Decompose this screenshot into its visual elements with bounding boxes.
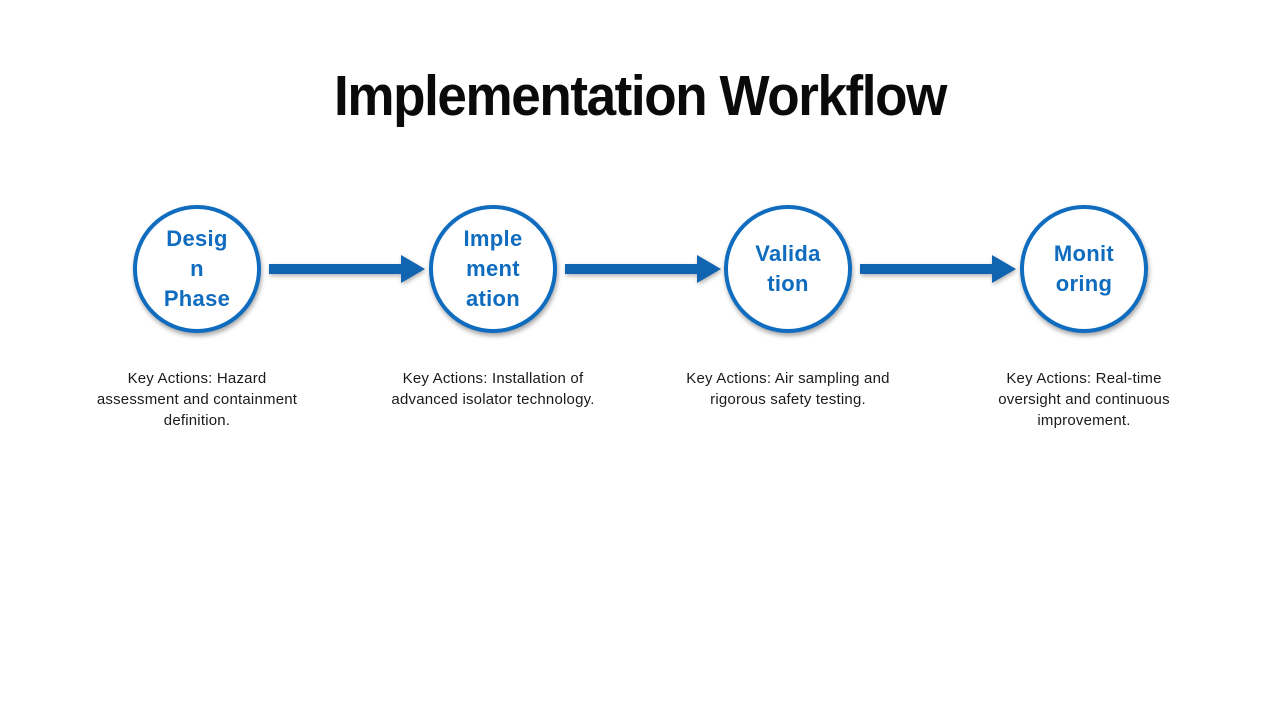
step-description-monitoring: Key Actions: Real-time oversight and con… <box>998 370 1170 429</box>
flow-arrow-3 <box>860 255 1016 283</box>
step-label-implementation: Imple ment ation <box>463 226 523 311</box>
step-label-monitoring: Monit oring <box>1053 241 1115 296</box>
step-description-design-phase: Key Actions: Hazard assessment and conta… <box>96 370 298 429</box>
step-circle-monitoring: Monit oring <box>1020 205 1148 333</box>
step-label-design-phase: Desig n Phase <box>163 226 231 311</box>
step-circle-design-phase: Desig n Phase <box>133 205 261 333</box>
flow-arrow-1 <box>269 255 425 283</box>
step-description-validation: Key Actions: Air sampling and rigorous s… <box>686 370 890 408</box>
title-container: Implementation Workflow <box>0 63 1280 129</box>
step-description-implementation: Key Actions: Installation of advanced is… <box>391 370 595 408</box>
step-circle-validation: Valida tion <box>724 205 852 333</box>
flow-arrow-2 <box>565 255 721 283</box>
step-circle-implementation: Imple ment ation <box>429 205 557 333</box>
step-label-validation: Valida tion <box>755 241 821 296</box>
slide-title: Implementation Workflow <box>334 64 947 128</box>
